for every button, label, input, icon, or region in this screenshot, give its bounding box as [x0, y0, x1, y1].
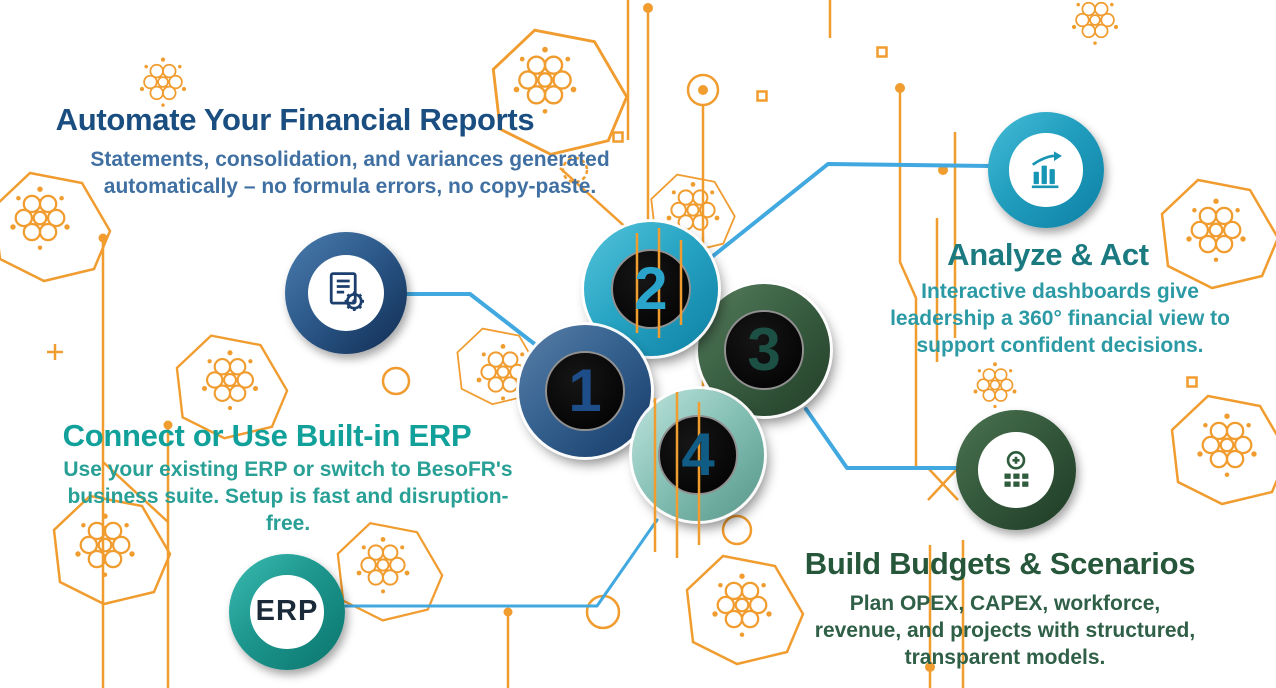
- connector-step3-to-budget: [804, 407, 959, 470]
- automate-section-description: Statements, consolidation, and variances…: [90, 148, 610, 198]
- step-3-number: 3: [747, 316, 781, 383]
- step-circle-4: 4: [632, 389, 764, 521]
- connect-icon-ring: ERP: [229, 554, 345, 670]
- budgets-section-description: Plan OPEX, CAPEX, workforce, revenue, an…: [814, 592, 1196, 669]
- bar-chart-growth-icon: [1031, 151, 1062, 189]
- step-4-inner: 4: [658, 415, 738, 495]
- step-circle-1: 1: [519, 325, 651, 457]
- analyze-section-title: Analyze & Act: [947, 237, 1149, 272]
- budgets-section-title: Build Budgets & Scenarios: [804, 546, 1196, 581]
- erp-icon: ERP: [255, 595, 319, 628]
- step-2-number: 2: [634, 254, 668, 322]
- step-2-inner: 2: [610, 248, 692, 330]
- automate-icon-inner: [307, 254, 385, 332]
- budgets-icon-inner: [978, 432, 1054, 508]
- automate-icon-ring: [285, 232, 407, 354]
- connect-section-title: Connect or Use Built-in ERP: [62, 418, 472, 453]
- connect-section-description: Use your existing ERP or switch to BesoF…: [63, 458, 513, 535]
- step-circle-2: 2: [584, 222, 718, 356]
- calculator-icon: [1004, 450, 1029, 487]
- connect-icon-inner: ERP: [250, 575, 324, 649]
- analyze-icon-inner: [1009, 133, 1083, 207]
- step-3-inner: 3: [724, 310, 804, 390]
- step-1-inner: 1: [545, 351, 625, 431]
- analyze-section-description: Interactive dashboards give leadership a…: [890, 280, 1230, 357]
- step-1-number: 1: [568, 357, 602, 424]
- report-gear-icon: [329, 272, 364, 311]
- budgets-icon-ring: [956, 410, 1076, 530]
- automate-section-title: Automate Your Financial Reports: [55, 102, 535, 137]
- connector-gear-to-step1: [400, 292, 543, 351]
- step-4-number: 4: [681, 421, 715, 488]
- analyze-icon-ring: [988, 112, 1104, 228]
